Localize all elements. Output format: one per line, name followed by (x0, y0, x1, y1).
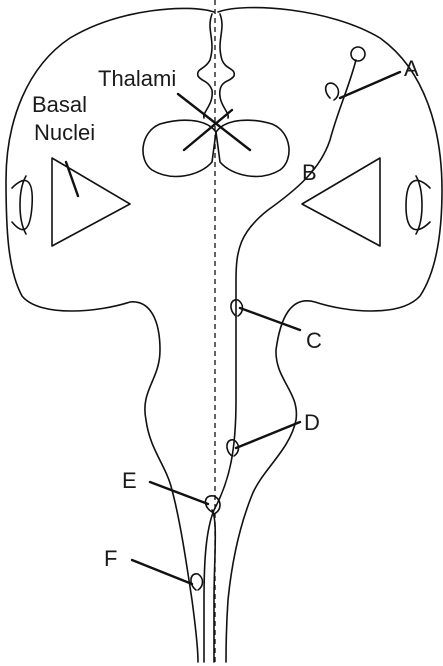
synapse-a (324, 82, 340, 101)
synapse-d (226, 439, 240, 457)
label-nuclei: Nuclei (34, 120, 95, 145)
label-d: D (304, 410, 320, 435)
label-f: F (104, 546, 117, 571)
side-feature-left-inner (19, 175, 27, 235)
synapse-e (204, 495, 221, 515)
synapse-c (230, 299, 244, 317)
neural-pathway (203, 59, 357, 663)
pointer-a (338, 70, 402, 100)
label-b: B (302, 160, 317, 185)
pointer-e (148, 480, 210, 506)
label-a: A (404, 56, 419, 81)
thalamus-right (215, 119, 290, 178)
label-c: C (306, 328, 322, 353)
thalami-pointer-1 (176, 92, 252, 152)
label-basal: Basal (32, 92, 87, 117)
side-feature-right (405, 179, 431, 231)
label-thalami: Thalami (98, 66, 176, 91)
midline-groove (196, 13, 236, 119)
basal-nuclei-right (301, 157, 381, 247)
pointer-c (238, 306, 302, 332)
pointer-d (234, 420, 302, 450)
thalami-pointer-2 (182, 108, 234, 152)
neural-pathway-parallel (211, 509, 217, 663)
side-feature-right-inner (415, 175, 423, 235)
brain-outline (5, 6, 443, 663)
side-feature-left (11, 179, 34, 231)
basal-nuclei-left (51, 157, 131, 247)
label-e: E (122, 468, 137, 493)
pointer-f (130, 558, 194, 586)
basal-pointer (64, 160, 80, 198)
cell-body (350, 46, 366, 62)
synapse-f (190, 573, 204, 591)
thalamus-left (142, 119, 217, 178)
